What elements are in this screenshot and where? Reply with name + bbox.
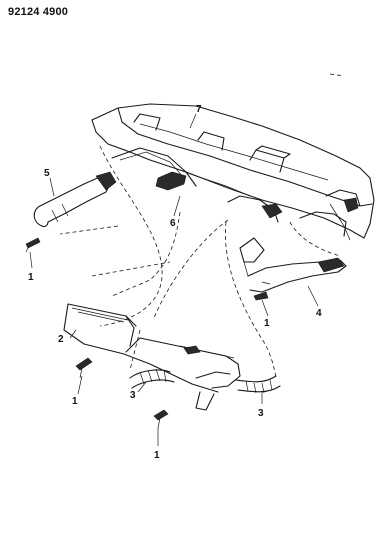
callout-3: 3	[258, 408, 264, 419]
drawing-code: 92124 4900	[8, 6, 69, 18]
screw	[25, 237, 41, 253]
leader-lines	[29, 113, 319, 446]
floor-duct	[63, 303, 241, 411]
screw	[253, 291, 269, 301]
callout-3: 3	[130, 390, 136, 401]
right-outlet-duct	[239, 237, 347, 293]
callout-1: 1	[154, 450, 160, 461]
screw	[153, 409, 169, 429]
callout-6: 6	[170, 218, 176, 229]
flex-hoses	[129, 368, 281, 394]
callout-4: 4	[316, 308, 322, 319]
left-outlet-duct	[33, 171, 117, 228]
callout-2: 2	[58, 334, 64, 345]
screw	[75, 357, 93, 379]
instrument-panel	[91, 103, 375, 241]
callout-labels: 7 5 6 1 1 4 2 1 3 3 1	[28, 104, 322, 461]
callout-5: 5	[44, 168, 50, 179]
callout-1: 1	[264, 318, 270, 329]
callout-1: 1	[72, 396, 78, 407]
routing-lines	[59, 73, 345, 379]
callout-7: 7	[196, 104, 202, 115]
callout-1: 1	[28, 272, 34, 283]
